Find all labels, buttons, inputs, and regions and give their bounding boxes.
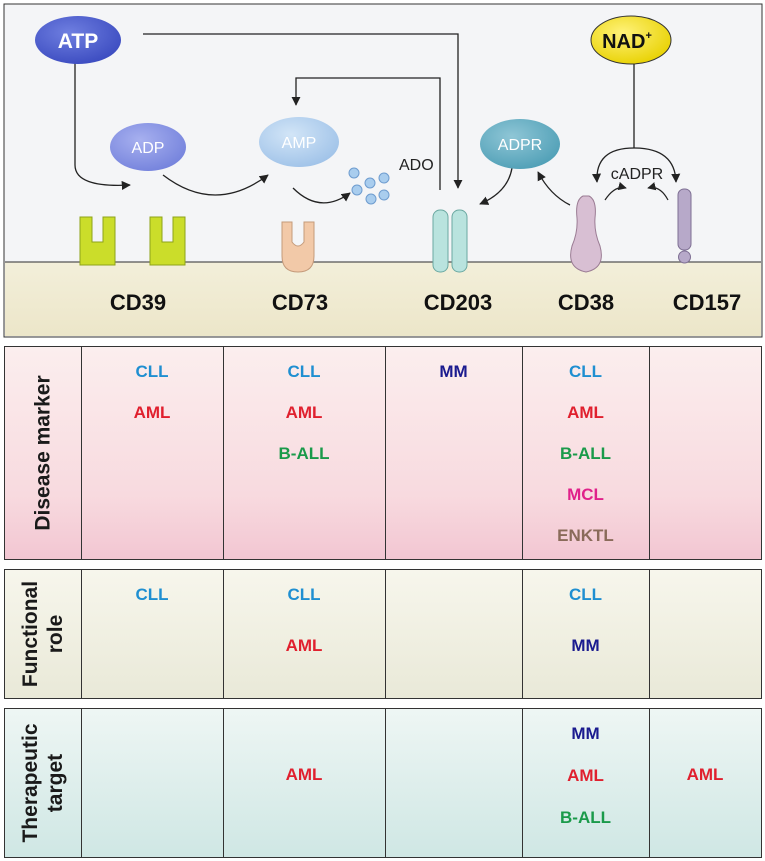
nad-node [590,15,672,65]
row-label-functional-role: Functional role [19,580,67,688]
receptor-label-cd203: CD203 [424,290,492,315]
row-label-cell: Disease marker [5,347,82,559]
disease-entry: AML [285,636,323,655]
row-label-therapeutic-target: Therapeutic target [19,723,67,843]
disease-entry: MM [571,724,600,743]
nad-label: NAD+ [602,30,652,53]
table-cell [649,570,761,698]
nad-to-cd38-arrow [591,147,635,183]
disease-entry: ENKTL [557,526,614,545]
table-cell [385,709,523,857]
row-label-cell: Therapeutic target [5,709,82,857]
table-cell: AML [223,709,386,857]
cd73-enzyme [281,221,315,273]
functional-role-panel: Functional role CLL CLL AML CLL MM [4,569,762,699]
adp-to-amp-arrow [162,174,269,196]
table-cell: CLL AML B-ALL MCL ENKTL [522,347,650,559]
table-cell [81,709,224,857]
table-cell: CLL MM [522,570,650,698]
disease-entry: CLL [287,362,321,381]
disease-entry: CLL [135,585,169,604]
row-label-cell: Functional role [5,570,82,698]
table-cell: MM [385,347,523,559]
table-cell [385,570,523,698]
amp-node [259,117,339,167]
receptor-label-cd73: CD73 [272,290,328,315]
ado-label: ADO [399,157,434,174]
receptor-label-cd39: CD39 [110,290,166,315]
disease-entry: AML [567,403,604,422]
cd157-enzyme [677,188,692,251]
adpr-label: ADPR [498,137,542,154]
receptor-label-cd38: CD38 [558,290,614,315]
cd157-anchor [678,250,691,264]
cd157-to-cadpr-arrow [647,182,669,201]
table-cell: CLL AML [81,347,224,559]
disease-entry: AML [285,403,323,422]
adp-node [110,123,186,171]
disease-entry: AML [567,766,604,785]
cd38-enzyme [570,195,602,273]
table-cell: MM AML B-ALL [522,709,650,857]
table-cell [649,347,761,559]
disease-entry: AML [133,403,171,422]
cd203-enzyme-right [451,209,468,273]
disease-entry: CLL [568,362,603,381]
atp-to-cd203-arrow [143,33,463,189]
cd38-to-adpr-arrow [537,171,571,206]
amp-label: AMP [282,135,317,152]
disease-entry: AML [686,765,724,784]
adpr-to-cd203-arrow [479,167,513,205]
atp-label: ATP [58,30,98,53]
table-cell: CLL [81,570,224,698]
pathway-diagram: ATP NAD+ ADP AMP ADPR ADO cADPR CD39 CD7… [3,3,763,338]
cd38-to-cadpr-arrow [604,181,627,201]
ado-molecules [348,167,390,205]
disease-entry: AML [285,765,323,784]
table-cell: AML [649,709,761,857]
nad-to-cd157-arrow [633,147,681,183]
receptor-label-cd157: CD157 [673,290,741,315]
adp-label: ADP [132,140,165,157]
adpr-node [480,119,560,169]
row-label-disease-marker: Disease marker [31,375,55,531]
disease-entry: MM [571,636,600,655]
amp-to-ado-arrow [292,187,351,204]
disease-marker-panel: Disease marker CLL AML CLL AML B-ALL MM CLL AML… [4,346,762,560]
disease-entry: B-ALL [278,444,330,463]
disease-entry: MM [439,362,468,381]
cd203-to-amp-arrow [291,77,441,190]
disease-entry: B-ALL [560,444,611,463]
cd39-enzyme-left [79,216,116,266]
disease-entry: B-ALL [560,808,611,827]
cell-membrane [5,262,761,336]
atp-to-adp-arrow [74,62,131,190]
disease-entry: CLL [568,585,603,604]
therapeutic-target-panel: Therapeutic target AML MM AML B-ALL AML [4,708,762,858]
cadpr-label: cADPR [611,166,663,183]
cd203-enzyme-left [432,209,449,273]
disease-entry: CLL [135,362,169,381]
table-cell: CLL AML B-ALL [223,347,386,559]
table-cell: CLL AML [223,570,386,698]
cd39-enzyme-right [149,216,186,266]
disease-entry: MCL [567,485,604,504]
disease-entry: CLL [287,585,321,604]
atp-node [35,16,121,64]
